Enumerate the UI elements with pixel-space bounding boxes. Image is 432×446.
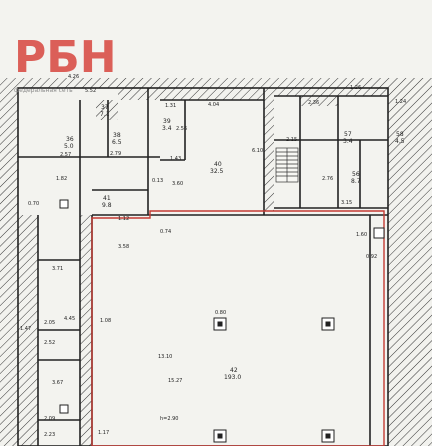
dimension-label: 2.15	[286, 137, 297, 143]
room-number: 36	[66, 136, 74, 143]
columns	[59, 199, 385, 443]
room-number: 42	[230, 367, 238, 374]
dimension-label: 0.92	[366, 254, 377, 260]
room-number: 38	[113, 132, 121, 139]
room-number: 56	[352, 171, 360, 178]
room-area: 32.5	[210, 168, 224, 175]
dimension-label: 1.82	[56, 176, 67, 182]
company-logo: РБН федеральная сеть	[14, 32, 117, 94]
dimension-label: 15.27	[168, 378, 182, 384]
dimension-label: 1.17	[98, 430, 109, 436]
dimension-label: 2.79	[110, 151, 121, 157]
hatched-areas	[0, 78, 432, 446]
dimension-label: 1.12	[118, 216, 129, 222]
dimension-label: 1.08	[100, 318, 111, 324]
logo-text: РБН	[14, 32, 117, 83]
room-number: 58	[396, 131, 404, 138]
dimension-label: 1.60	[356, 232, 367, 238]
dimension-label: 5.52	[85, 88, 96, 94]
room-number: 39	[163, 118, 171, 125]
room-number: 37	[101, 104, 109, 111]
dimension-label: 1.26	[350, 85, 361, 91]
room-number: 40	[214, 161, 222, 168]
dimension-label: 3.71	[52, 266, 63, 272]
room-area: 6.5	[112, 139, 122, 146]
staircase	[275, 147, 299, 183]
walls	[17, 87, 389, 446]
dimension-label: 4.04	[208, 102, 219, 108]
dimension-label: 1.24	[395, 99, 406, 105]
room-area: 193.0	[224, 374, 241, 381]
dimension-label: 2.05	[44, 320, 55, 326]
dimension-label: 2.57	[60, 152, 71, 158]
dimension-label: 1.31	[165, 103, 176, 109]
room-area: 3.4	[343, 138, 353, 145]
room-area: 8.7	[351, 178, 361, 185]
room-labels: 36 5.0 38 6.5 37 7.1 39 3.4 40 32.5 41 9…	[64, 104, 405, 381]
room-area: 9.8	[102, 202, 112, 209]
dimension-label: 2.76	[322, 176, 333, 182]
dimension-label: 1.47	[20, 326, 31, 332]
dimension-label: 0.70	[28, 201, 39, 207]
dimension-label: 0.13	[152, 178, 163, 184]
dimension-labels: 4.26 5.52 2.57 2.79 1.31 4.04 6.10 2.56 …	[20, 74, 406, 438]
dimension-label: 3.67	[52, 380, 63, 386]
dimension-label: h=2.90	[160, 416, 179, 422]
dimension-label: 3.60	[172, 181, 183, 187]
dimension-label: 4.45	[64, 316, 75, 322]
dimension-label: 2.23	[44, 432, 55, 438]
room-area: 5.0	[64, 143, 74, 150]
dimension-label: 3.15	[341, 200, 352, 206]
dimension-label: 3.58	[118, 244, 129, 250]
dimension-label: 0.74	[160, 229, 171, 235]
room-number: 57	[344, 131, 352, 138]
dimension-label: 4.26	[68, 74, 79, 80]
room-area: 4.5	[395, 138, 405, 145]
dimension-label: 1.43	[170, 156, 181, 162]
dimension-label: 13.10	[158, 354, 172, 360]
logo-subtitle: федеральная сеть	[14, 87, 73, 94]
dimension-label: 2.52	[44, 340, 55, 346]
dimension-label: 0.80	[215, 310, 226, 316]
room-area: 7.1	[100, 111, 110, 118]
room-area: 3.4	[162, 125, 172, 132]
dimension-label: 2.36	[308, 100, 319, 106]
premises-outline	[91, 210, 385, 446]
room-number: 41	[103, 195, 111, 202]
dimension-label: 2.56	[176, 126, 187, 132]
dimension-label: 2.09	[44, 416, 55, 422]
dimension-label: 6.10	[252, 148, 263, 154]
